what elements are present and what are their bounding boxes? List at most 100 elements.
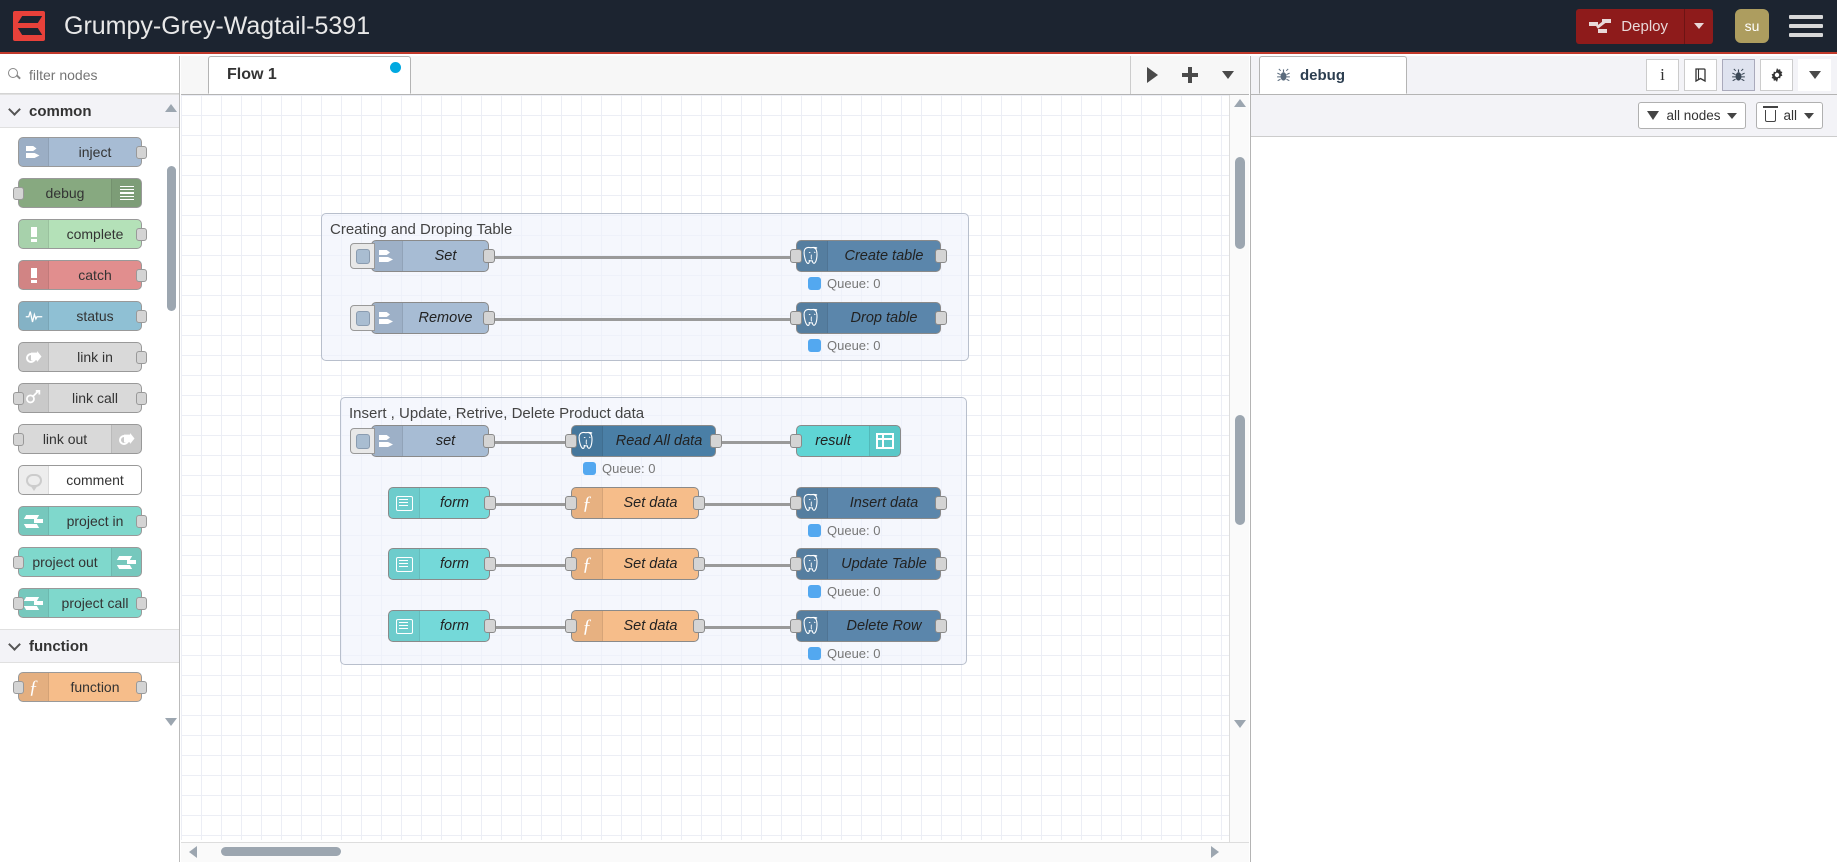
node-output-port[interactable]	[483, 434, 495, 448]
node-output-port[interactable]	[484, 496, 496, 510]
node-output-port[interactable]	[693, 557, 705, 571]
node-output-port[interactable]	[935, 557, 947, 571]
node-input-port[interactable]	[565, 557, 577, 571]
debug-filter-button[interactable]: all nodes	[1638, 102, 1747, 129]
bug-icon[interactable]	[1722, 59, 1755, 91]
flow-node-update-table[interactable]: Update Table	[790, 548, 947, 580]
flow-wire[interactable]	[490, 626, 571, 629]
palette-search[interactable]	[0, 56, 179, 94]
node-output-port[interactable]	[483, 249, 495, 263]
flow-node-read-all-data[interactable]: Read All data	[565, 425, 722, 457]
gear-icon[interactable]	[1760, 59, 1793, 91]
sidebar-more-icon[interactable]	[1798, 59, 1831, 91]
flow-node-set[interactable]: set	[350, 425, 495, 457]
flow-wire[interactable]	[490, 503, 571, 506]
canvas-vscroll-thumb[interactable]	[1235, 415, 1245, 525]
palette-node-project-in[interactable]: project in	[18, 506, 147, 536]
inject-trigger-button[interactable]	[350, 305, 375, 331]
node-input-port[interactable]	[790, 557, 802, 571]
flow-group[interactable]: Creating and Droping Table	[321, 213, 969, 361]
canvas-vertical-scrollbar[interactable]	[1229, 95, 1249, 842]
node-output-port[interactable]	[693, 619, 705, 633]
tab-flow-1[interactable]: Flow 1	[208, 56, 411, 94]
inject-trigger-button[interactable]	[350, 243, 375, 269]
flow-node-delete-row[interactable]: Delete Row	[790, 610, 947, 642]
flow-node-remove[interactable]: Remove	[350, 302, 495, 334]
help-book-icon[interactable]	[1684, 59, 1717, 91]
palette-node-complete[interactable]: complete	[18, 219, 147, 249]
flow-wire[interactable]	[489, 256, 796, 259]
flow-wire[interactable]	[716, 441, 796, 444]
run-icon[interactable]	[1137, 60, 1167, 90]
node-output-port[interactable]	[710, 434, 722, 448]
node-output-port[interactable]	[935, 496, 947, 510]
flow-wire[interactable]	[699, 564, 796, 567]
hamburger-icon[interactable]	[1789, 9, 1823, 43]
flow-node-form[interactable]: form	[388, 487, 496, 519]
flow-wire[interactable]	[489, 441, 571, 444]
node-output-port[interactable]	[484, 619, 496, 633]
debug-message-list[interactable]	[1251, 137, 1837, 860]
node-input-port[interactable]	[565, 619, 577, 633]
canvas-scroll-left[interactable]	[189, 846, 197, 858]
node-output-port[interactable]	[484, 557, 496, 571]
flow-node-create-table[interactable]: Create table	[790, 240, 947, 272]
flow-node-insert-data[interactable]: Insert data	[790, 487, 947, 519]
flow-wire[interactable]	[699, 626, 796, 629]
palette-scroll-down[interactable]	[165, 716, 177, 728]
flow-node-drop-table[interactable]: Drop table	[790, 302, 947, 334]
palette-category-common[interactable]: common	[0, 94, 179, 128]
canvas-scroll-up[interactable]	[1234, 99, 1246, 107]
palette-node-debug[interactable]: debug	[13, 178, 142, 208]
palette-node-inject[interactable]: inject	[18, 137, 147, 167]
search-input[interactable]	[27, 65, 167, 84]
palette-node-project-call[interactable]: project call	[13, 588, 147, 618]
deploy-main[interactable]: Deploy	[1576, 8, 1685, 44]
node-input-port[interactable]	[790, 311, 802, 325]
node-input-port[interactable]	[790, 249, 802, 263]
palette-node-link-call[interactable]: link call	[13, 383, 147, 413]
canvas-hscroll-thumb[interactable]	[221, 847, 341, 856]
node-output-port[interactable]	[483, 311, 495, 325]
add-flow-icon[interactable]	[1175, 60, 1205, 90]
canvas-horizontal-scrollbar[interactable]	[181, 842, 1249, 862]
flow-node-set[interactable]: Set	[350, 240, 495, 272]
node-input-port[interactable]	[790, 434, 802, 448]
flow-wire[interactable]	[699, 503, 796, 506]
node-output-port[interactable]	[935, 311, 947, 325]
canvas-scroll-down[interactable]	[1234, 720, 1246, 728]
node-input-port[interactable]	[565, 496, 577, 510]
node-output-port[interactable]	[935, 249, 947, 263]
node-input-port[interactable]	[790, 619, 802, 633]
canvas-scroll-right[interactable]	[1211, 846, 1219, 858]
node-output-port[interactable]	[693, 496, 705, 510]
tab-debug[interactable]: debug	[1259, 56, 1407, 94]
deploy-button[interactable]: Deploy	[1576, 8, 1713, 44]
node-input-port[interactable]	[790, 496, 802, 510]
flow-wire[interactable]	[489, 318, 796, 321]
palette-category-function[interactable]: function	[0, 629, 179, 663]
palette-scroll-up[interactable]	[165, 102, 177, 114]
palette-node-catch[interactable]: catch	[18, 260, 147, 290]
node-output-port[interactable]	[935, 619, 947, 633]
palette-node-link-in[interactable]: link in	[18, 342, 147, 372]
debug-clear-button[interactable]: all	[1756, 102, 1823, 129]
palette-node-link-out[interactable]: link out	[13, 424, 142, 454]
flow-node-form[interactable]: form	[388, 610, 496, 642]
node-input-port[interactable]	[565, 434, 577, 448]
flow-node-result[interactable]: result	[790, 425, 901, 457]
flow-node-form[interactable]: form	[388, 548, 496, 580]
canvas-vscroll-thumb-top[interactable]	[1235, 157, 1245, 249]
info-icon[interactable]: i	[1646, 59, 1679, 91]
inject-trigger-button[interactable]	[350, 428, 375, 454]
deploy-dropdown-button[interactable]	[1685, 9, 1713, 44]
flow-menu-icon[interactable]	[1213, 60, 1243, 90]
palette-node-project-out[interactable]: project out	[13, 547, 142, 577]
avatar[interactable]: su	[1735, 9, 1769, 43]
